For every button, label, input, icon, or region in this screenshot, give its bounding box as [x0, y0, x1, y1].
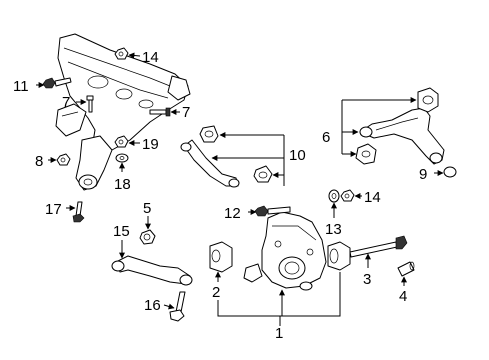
callout-4: 4 [399, 288, 407, 305]
leader-lines [36, 52, 444, 326]
callout-13: 13 [325, 221, 342, 238]
callout-10: 10 [289, 147, 306, 164]
callout-18: 18 [114, 176, 131, 193]
nut-14-top [114, 47, 129, 60]
callout-16: 16 [144, 297, 161, 314]
upper-link-10 [180, 125, 273, 188]
bolt-7-right [149, 107, 171, 117]
control-arm-6 [355, 87, 457, 178]
bushing-2 [209, 241, 233, 273]
callout-14-right: 14 [364, 189, 381, 206]
bolt-12 [254, 205, 291, 217]
bolt-17 [72, 201, 85, 223]
callout-19: 19 [142, 136, 159, 153]
bolt-11 [42, 77, 72, 89]
bolt-7-left [86, 95, 94, 113]
callout-9: 9 [419, 166, 427, 183]
bolt-16 [169, 291, 186, 322]
knuckle-assembly [243, 211, 327, 291]
callout-5: 5 [143, 200, 151, 217]
callout-1: 1 [275, 325, 283, 342]
bolt-3 [349, 235, 408, 258]
callout-7-right: 7 [182, 104, 190, 121]
callout-8: 8 [35, 153, 43, 170]
subframe [55, 33, 191, 191]
washer-18 [115, 153, 129, 163]
washer-19 [114, 135, 129, 148]
callout-14-top: 14 [142, 49, 159, 66]
nut-14-right [340, 189, 355, 202]
callout-12: 12 [224, 205, 241, 222]
nut-5 [139, 229, 156, 245]
callout-2: 2 [212, 284, 220, 301]
callout-11: 11 [13, 78, 29, 95]
callout-15: 15 [113, 223, 130, 240]
nut-8 [56, 153, 71, 166]
sleeve-4 [397, 261, 415, 277]
lower-link-15 [111, 255, 193, 286]
callout-6: 6 [322, 129, 330, 146]
callout-17: 17 [45, 201, 62, 218]
callout-7-left: 7 [62, 94, 70, 111]
callout-labels: 1 2 3 4 5 6 7 7 8 9 10 11 12 13 14 14 15… [13, 49, 427, 342]
callout-3: 3 [363, 271, 371, 288]
bushing-13 [327, 241, 351, 271]
washer-13 [328, 189, 340, 203]
